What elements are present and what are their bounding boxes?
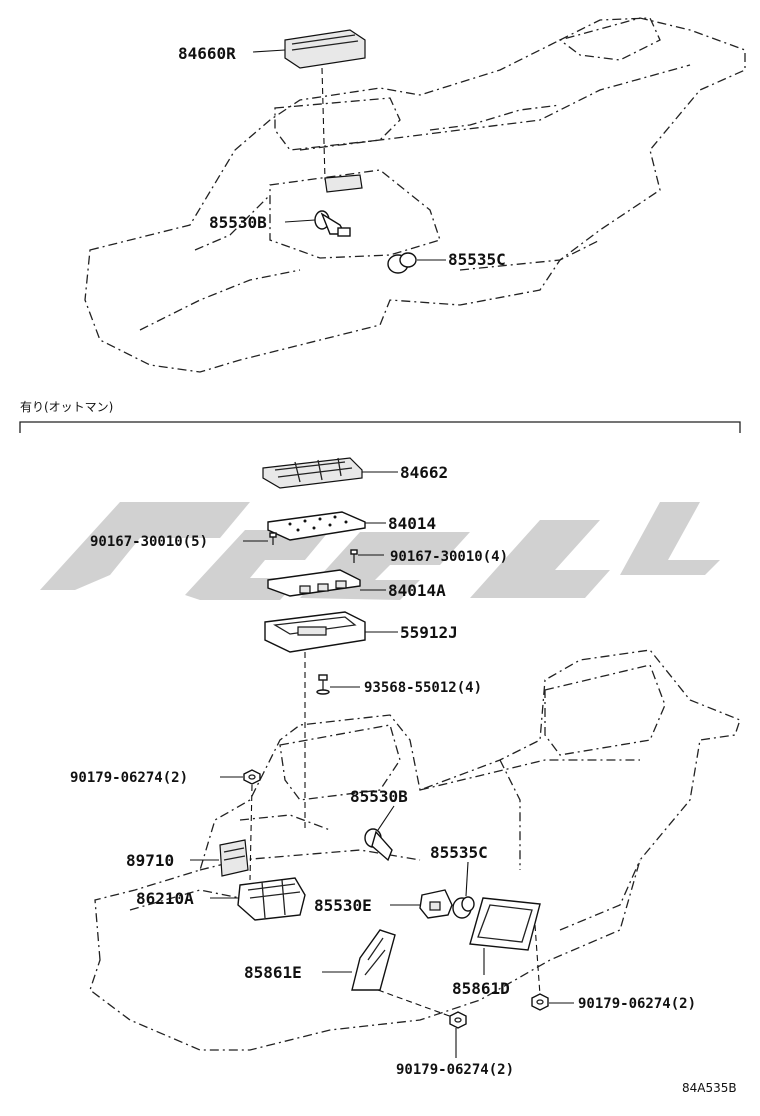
part-85861D-icon bbox=[469, 897, 541, 951]
label-89710: 89710 bbox=[126, 851, 174, 870]
part-85530B-bottom-icon bbox=[364, 828, 393, 862]
leader-85530B-top bbox=[284, 219, 316, 223]
part-89710-icon bbox=[219, 839, 249, 877]
label-90179-06274-c: 90179-06274(2) bbox=[396, 1062, 514, 1078]
nut-90179-a-icon bbox=[243, 769, 261, 785]
label-84660R: 84660R bbox=[178, 44, 236, 63]
part-85530B-top-icon bbox=[314, 210, 351, 237]
nut-90179-b-icon bbox=[531, 993, 549, 1011]
label-85861E: 85861E bbox=[244, 963, 302, 982]
part-84662-icon bbox=[262, 457, 363, 489]
dashlead-84660R bbox=[321, 67, 326, 181]
label-85535C-bottom: 85535C bbox=[430, 843, 488, 862]
label-86210A: 86210A bbox=[136, 889, 194, 908]
part-85530E-icon bbox=[419, 889, 453, 919]
screw-90167-5-icon bbox=[269, 532, 277, 545]
part-84660R-mount-icon bbox=[324, 174, 363, 193]
part-85861E-icon bbox=[351, 929, 396, 991]
label-85861D: 85861D bbox=[452, 979, 510, 998]
part-85535C-bottom-icon bbox=[452, 896, 475, 919]
label-90167-30010-5: 90167-30010(5) bbox=[90, 534, 208, 550]
label-84014A: 84014A bbox=[388, 581, 446, 600]
label-90179-06274-b: 90179-06274(2) bbox=[578, 996, 696, 1012]
label-85530E: 85530E bbox=[314, 896, 372, 915]
screw-93568-icon bbox=[316, 674, 330, 695]
section-bracket bbox=[19, 421, 741, 433]
label-84662: 84662 bbox=[400, 463, 448, 482]
leader-85530B-bottom bbox=[377, 805, 395, 831]
part-55912J-icon bbox=[264, 611, 366, 653]
dashlead-85861D bbox=[534, 924, 541, 996]
watermark-logo bbox=[40, 502, 720, 600]
label-55912J: 55912J bbox=[400, 623, 458, 642]
dashlead-90179-a bbox=[249, 784, 253, 881]
label-85530B-bottom: 85530B bbox=[350, 787, 408, 806]
part-84014A-icon bbox=[267, 569, 361, 597]
part-86210A-icon bbox=[237, 877, 306, 921]
diagram-code: 84A535B bbox=[682, 1081, 737, 1095]
nut-90179-c-icon bbox=[449, 1011, 467, 1029]
part-84014-icon bbox=[267, 511, 366, 541]
section-note: 有り(オットマン) bbox=[20, 400, 113, 414]
leader-85535C-bottom bbox=[465, 861, 469, 897]
dashlead-85861E bbox=[377, 989, 456, 1019]
label-84014: 84014 bbox=[388, 514, 436, 533]
label-90167-30010-4: 90167-30010(4) bbox=[390, 549, 508, 565]
screw-90167-4-icon bbox=[350, 549, 358, 563]
label-93568-55012: 93568-55012(4) bbox=[364, 680, 482, 696]
part-85535C-top-icon bbox=[387, 252, 417, 274]
part-84660R-icon bbox=[284, 29, 366, 69]
leader-84660R bbox=[252, 49, 286, 53]
seat-outline-top bbox=[84, 17, 746, 373]
label-85535C-top: 85535C bbox=[448, 250, 506, 269]
label-90179-06274-a: 90179-06274(2) bbox=[70, 770, 188, 786]
seat-outline-bottom bbox=[89, 649, 741, 1051]
label-85530B-top: 85530B bbox=[209, 213, 267, 232]
